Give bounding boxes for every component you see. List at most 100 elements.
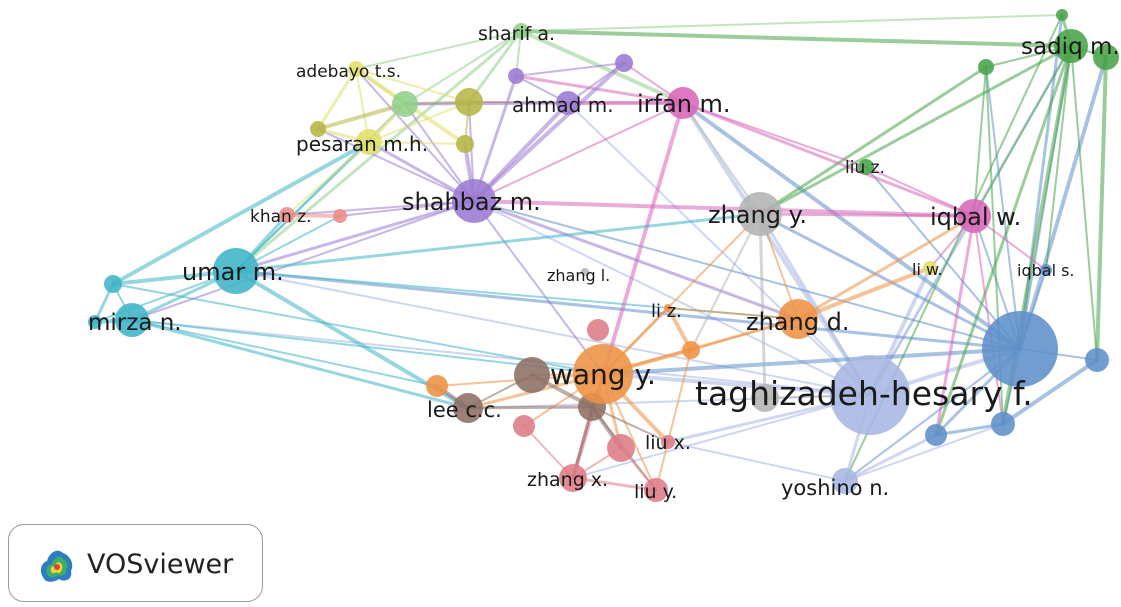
author-node-extra18[interactable] — [925, 424, 947, 446]
node-layer — [88, 9, 1119, 502]
author-node-extra9[interactable] — [978, 59, 994, 75]
coauthor-link-iqbalw-liuz — [865, 166, 975, 217]
coauthor-link-sharif-extra10 — [520, 14, 1063, 32]
author-label-leecc: lee c.c. — [427, 398, 502, 422]
coauthor-link-pesaran-khan — [286, 141, 370, 216]
coauthor-link-irfan-iqbalw — [681, 101, 976, 218]
author-node-zhangd[interactable] — [778, 299, 818, 339]
author-node-extra1[interactable] — [104, 275, 122, 293]
author-label-iqbalw: iqbal w. — [930, 203, 1021, 231]
author-node-zhangy[interactable] — [738, 192, 782, 236]
author-node-extra19[interactable] — [991, 412, 1015, 436]
coauthor-link-zhangd-liz — [667, 307, 799, 320]
author-node-extra20[interactable] — [1085, 348, 1109, 372]
author-node-liw[interactable] — [923, 261, 937, 275]
coauthor-link-khan-extra21 — [285, 213, 342, 218]
author-node-extra3[interactable] — [508, 68, 524, 84]
author-node-umar[interactable] — [213, 248, 259, 294]
coauthor-link-yoshino-liux — [667, 441, 846, 482]
coauthor-link-pesaran-extra6 — [368, 141, 466, 145]
author-node-liz[interactable] — [664, 304, 672, 312]
vosviewer-brand-name: VOSviewer — [87, 549, 234, 580]
author-node-extra4[interactable] — [615, 54, 633, 72]
coauthor-link-irfan-shahbaz — [473, 102, 684, 202]
coauthor-link-shahbaz-khan — [286, 200, 475, 216]
author-node-pesaran[interactable] — [356, 129, 382, 155]
author-node-extra17[interactable] — [682, 341, 700, 359]
vosviewer-brand-box: VOSviewer — [8, 524, 263, 602]
coauthor-link-adebayo-extra5 — [355, 68, 470, 103]
coauthor-link-taghizadeh-zhangx — [572, 394, 871, 479]
author-node-liuz[interactable] — [858, 159, 874, 175]
author-node-extra16[interactable] — [426, 375, 448, 397]
coauthor-link-taghizadeh-irfan — [681, 101, 872, 397]
author-node-liuy[interactable] — [644, 478, 668, 502]
author-node-blueHub[interactable] — [982, 311, 1058, 387]
author-node-extra6[interactable] — [456, 135, 474, 153]
author-node-extra12[interactable] — [514, 357, 550, 393]
author-node-zhangx[interactable] — [559, 464, 587, 492]
coauthor-link-mirza-leecc — [130, 318, 470, 410]
author-label-mirza: mirza n. — [88, 310, 182, 336]
author-node-mirza[interactable] — [115, 303, 149, 337]
coauthor-link-pesaran-extra5 — [368, 101, 470, 143]
author-node-extra8[interactable] — [392, 91, 418, 117]
author-label-ahmad: ahmad m. — [512, 93, 614, 117]
author-node-zhangl[interactable] — [581, 268, 589, 276]
coauthor-link-yoshino-extra18 — [843, 433, 938, 483]
author-label-umar: umar m. — [182, 258, 284, 286]
author-node-shahbaz[interactable] — [452, 179, 496, 223]
author-node-wang[interactable] — [573, 344, 633, 404]
author-node-ahmad[interactable] — [556, 91, 580, 115]
author-label-zhangx: zhang x. — [527, 469, 608, 491]
author-node-adebayo[interactable] — [348, 61, 364, 77]
author-node-sadiq[interactable] — [1054, 29, 1088, 63]
author-label-zhangl: zhang l. — [547, 266, 610, 285]
coauthor-link-leecc-extra13 — [466, 405, 594, 410]
coauthor-link-sharif-irfan — [519, 29, 685, 105]
author-label-wang: wang y. — [550, 358, 656, 391]
coauthor-link-extra9-iqbalw — [973, 66, 987, 217]
author-node-extra15[interactable] — [513, 415, 535, 437]
coauthor-link-sharif-umar — [234, 29, 523, 273]
author-node-extra21[interactable] — [333, 209, 347, 223]
author-node-extra7[interactable] — [310, 121, 326, 137]
coauthor-link-extra9-zhangy — [758, 65, 988, 216]
author-node-yoshino[interactable] — [832, 468, 858, 494]
author-label-taghizadeh: taghizadeh-hesary f. — [695, 374, 1033, 413]
author-label-iqbals: iqbal s. — [1017, 261, 1075, 280]
author-node-sharif[interactable] — [513, 23, 529, 39]
author-node-extra22[interactable] — [751, 384, 779, 412]
coauthor-link-yoshino-extra19 — [844, 423, 1004, 482]
author-label-liz: li z. — [651, 301, 682, 322]
author-node-extra10[interactable] — [1056, 9, 1068, 21]
coauthor-link-sadiq-sharif — [519, 29, 1073, 48]
author-node-extra2[interactable] — [88, 315, 102, 329]
coauthor-link-extra17-liuy — [655, 349, 692, 491]
author-label-liw: li w. — [912, 260, 943, 279]
coauthor-link-blueHub-liuz — [865, 166, 1021, 350]
coauthor-link-shahbaz-umar — [234, 199, 476, 273]
author-node-irfan[interactable] — [667, 87, 699, 119]
author-node-taghizadeh[interactable] — [830, 355, 910, 435]
author-label-adebayo: adebayo t.s. — [296, 62, 401, 82]
coauthor-link-zhangd-iqbalw — [796, 214, 976, 321]
author-node-khan[interactable] — [279, 207, 295, 223]
author-node-iqbalw[interactable] — [957, 199, 991, 233]
coauthor-link-blueHub-umar — [234, 269, 1022, 351]
author-node-leecc[interactable] — [453, 393, 483, 423]
author-node-extra14[interactable] — [607, 434, 635, 462]
author-label-shahbaz: shahbaz m. — [402, 188, 541, 216]
coauthor-link-taghizadeh-mirza — [131, 319, 871, 396]
author-label-liux: liu x. — [645, 432, 691, 454]
author-label-sharif: sharif a. — [478, 23, 555, 45]
author-node-liux[interactable] — [661, 435, 675, 449]
coauthor-link-blueHub-irfan — [681, 101, 1022, 351]
author-node-extra-red-top[interactable] — [587, 319, 609, 341]
coauthor-link-extra1-pesaran — [111, 140, 371, 286]
coauthor-link-extra11-extra20 — [1095, 55, 1108, 362]
author-node-extra5[interactable] — [455, 88, 483, 116]
author-node-iqbals[interactable] — [1040, 264, 1052, 276]
author-node-extra11[interactable] — [1093, 44, 1119, 70]
